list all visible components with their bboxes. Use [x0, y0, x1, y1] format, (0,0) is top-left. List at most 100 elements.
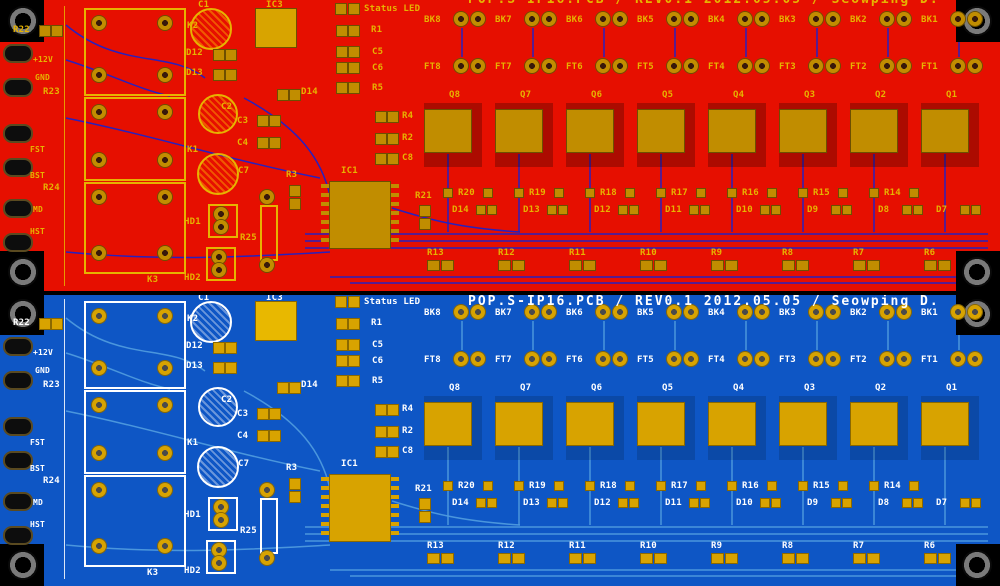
through-hole-pad — [542, 12, 556, 26]
silk-label-ft3: FT3 — [779, 62, 796, 72]
smd-pad — [376, 154, 386, 164]
silk-label-c4: C4 — [237, 138, 249, 148]
silk-label-c5: C5 — [372, 47, 384, 57]
relay-pin-pad — [158, 309, 172, 323]
silk-label-d13: D13 — [186, 68, 203, 78]
silk-label-r8: R8 — [782, 248, 794, 258]
capacitor-c1-body — [190, 8, 232, 50]
mounting-hole — [8, 550, 38, 580]
relay-k1-outline — [84, 390, 186, 474]
through-hole-pad — [542, 305, 556, 319]
smd-pad — [420, 206, 430, 216]
smd-pad — [839, 189, 847, 197]
smd-pad — [854, 554, 865, 563]
smd-pad — [914, 499, 922, 507]
smd-pad — [388, 134, 398, 144]
smd-pad — [843, 499, 851, 507]
smd-pad — [290, 479, 300, 489]
through-hole-pad — [809, 352, 823, 366]
through-hole-pad — [809, 59, 823, 73]
connector-slot — [5, 528, 31, 543]
silk-label-ft6: FT6 — [566, 355, 583, 365]
smd-pad — [570, 261, 581, 270]
smd-pad — [584, 554, 595, 563]
smd-pad — [428, 554, 439, 563]
smd-pad — [349, 376, 359, 386]
silk-label-r20: R20 — [458, 481, 475, 491]
through-hole-pad — [454, 12, 468, 26]
smd-pad — [630, 206, 638, 214]
resistor-r25-outline — [260, 205, 278, 261]
silk-label-r8: R8 — [782, 541, 794, 551]
silk-label-r5: R5 — [372, 83, 384, 93]
through-hole-pad — [826, 59, 840, 73]
smd-pad — [349, 47, 359, 57]
through-hole-pad — [667, 305, 681, 319]
through-hole-pad — [880, 305, 894, 319]
smd-pad — [870, 189, 878, 197]
connector-slot — [5, 160, 31, 175]
silk-label-d10: D10 — [736, 205, 753, 215]
transistor-tab-pad — [780, 403, 826, 445]
smd-pad — [657, 482, 665, 490]
silk-label-d9: D9 — [807, 205, 819, 215]
through-hole-pad — [542, 352, 556, 366]
silk-label-r1: R1 — [371, 25, 383, 35]
silk-label-r4: R4 — [402, 404, 414, 414]
silk-label-d8: D8 — [878, 498, 890, 508]
silk-label-r14: R14 — [884, 481, 901, 491]
smd-pad — [442, 261, 453, 270]
smd-pad — [226, 70, 236, 80]
transistor-tab-pad — [425, 110, 471, 152]
smd-pad — [712, 554, 723, 563]
through-hole-pad — [826, 305, 840, 319]
smd-pad — [555, 189, 563, 197]
silk-label-q4: Q4 — [733, 383, 745, 393]
silk-label-ic1: IC1 — [341, 459, 358, 469]
silk-label-ft2: FT2 — [850, 355, 867, 365]
smd-pad — [868, 554, 879, 563]
smd-pad — [728, 189, 736, 197]
smd-pad — [52, 26, 62, 36]
silk-label-d13: D13 — [186, 361, 203, 371]
transistor-tab-pad — [567, 403, 613, 445]
silk-label-bk1: BK1 — [921, 15, 938, 25]
silk-label-ft2: FT2 — [850, 62, 867, 72]
silk-label-q1: Q1 — [946, 383, 958, 393]
smd-pad — [584, 261, 595, 270]
silk-label-bk7: BK7 — [495, 308, 512, 318]
smd-pad — [619, 499, 627, 507]
silk-label-ft7: FT7 — [495, 62, 512, 72]
connector-slot — [5, 235, 31, 250]
smd-pad — [40, 26, 50, 36]
smd-pad — [854, 261, 865, 270]
through-hole-pad — [897, 305, 911, 319]
silk-label-q6: Q6 — [591, 90, 603, 100]
relay-pin-pad — [92, 190, 106, 204]
through-hole-pad — [667, 59, 681, 73]
header-pin-pad — [212, 543, 226, 557]
relay-pin-pad — [92, 446, 106, 460]
header-pin-pad — [214, 220, 228, 234]
through-hole-pad — [755, 12, 769, 26]
silk-label-d12: D12 — [594, 205, 611, 215]
smd-pad — [832, 499, 840, 507]
through-hole-pad — [897, 352, 911, 366]
smd-pad — [626, 189, 634, 197]
through-hole-pad — [684, 305, 698, 319]
transistor-tab-pad — [567, 110, 613, 152]
silk-label-gnd: GND — [35, 366, 51, 375]
through-hole-pad — [684, 12, 698, 26]
connector-slot — [5, 494, 31, 509]
ic1-pins-left — [321, 477, 329, 539]
relay-pin-pad — [92, 539, 106, 553]
smd-pad — [641, 261, 652, 270]
smd-pad — [337, 356, 347, 366]
smd-pad — [226, 50, 236, 60]
through-hole-pad — [897, 12, 911, 26]
smd-pad — [337, 63, 347, 73]
smd-pad — [655, 554, 666, 563]
smd-pad — [214, 343, 224, 353]
through-hole-pad — [613, 59, 627, 73]
smd-pad — [925, 554, 936, 563]
